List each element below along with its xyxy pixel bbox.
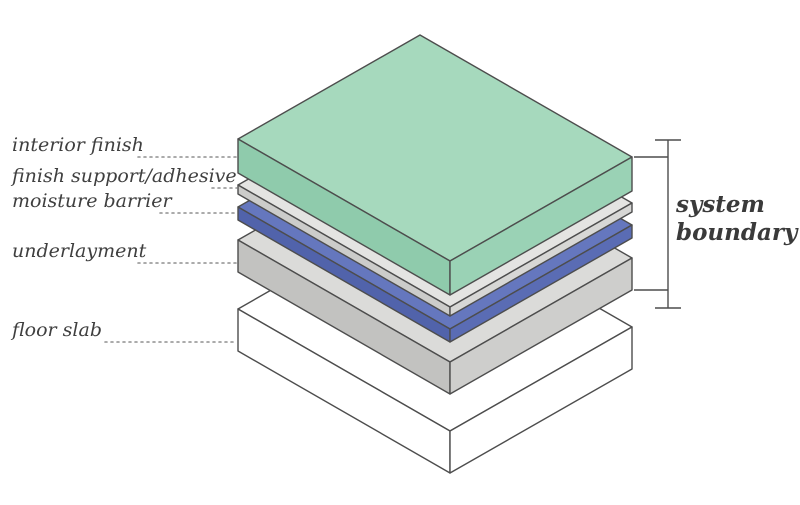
label-interior-finish: interior finish bbox=[12, 134, 144, 156]
finish-support-right-face bbox=[449, 202, 633, 317]
leader-lines bbox=[104, 156, 238, 343]
system-boundary-label-line2: boundary bbox=[676, 219, 799, 246]
label-underlayment: underlayment bbox=[12, 240, 147, 262]
underlayment-right-face bbox=[449, 257, 633, 395]
layer-labels: interior finish finish support/adhesive … bbox=[10, 134, 237, 341]
layer-interior-finish bbox=[237, 34, 633, 296]
moisture-barrier-right-face bbox=[449, 224, 633, 343]
label-moisture-barrier: moisture barrier bbox=[12, 190, 173, 212]
interior-finish-right-face bbox=[449, 156, 633, 296]
floor-slab-right-face bbox=[449, 326, 633, 474]
label-floor-slab: floor slab bbox=[10, 319, 102, 341]
system-boundary-bracket: system boundary bbox=[634, 139, 799, 309]
label-finish-support-adhesive: finish support/adhesive bbox=[10, 165, 237, 187]
system-boundary-label-line1: system bbox=[675, 191, 765, 218]
